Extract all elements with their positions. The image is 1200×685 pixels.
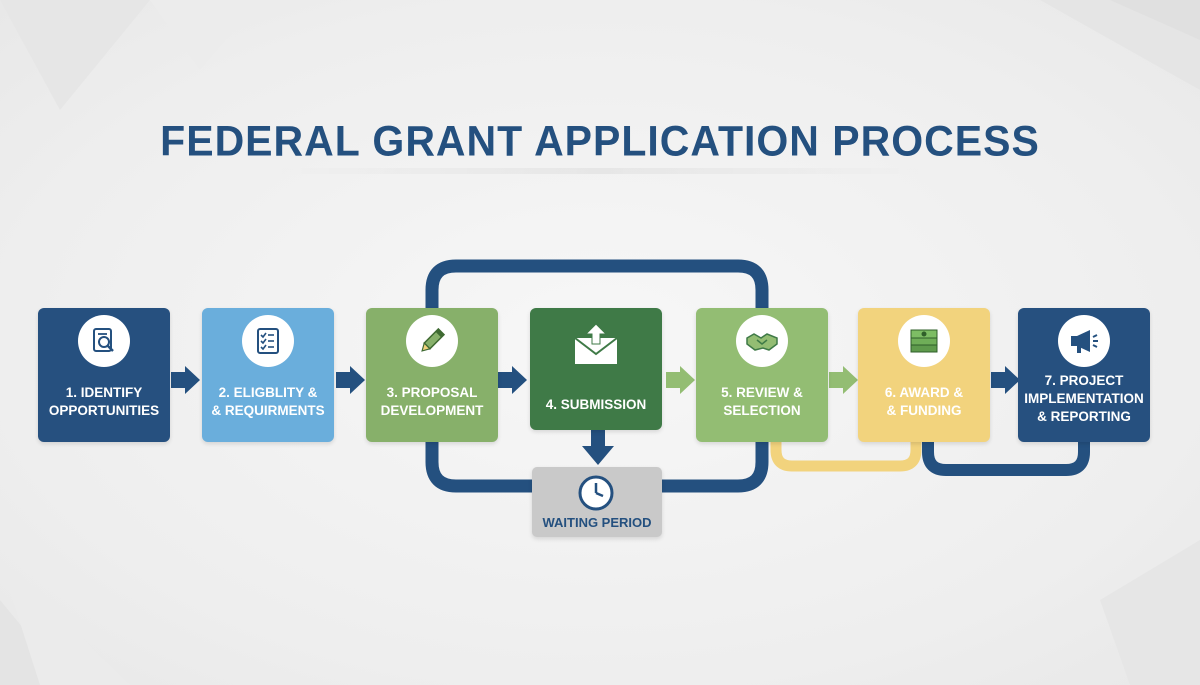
step-identify-opportunities: 1. IDENTIFY OPPORTUNITIES <box>38 308 170 442</box>
arrow-6-7 <box>991 366 1020 394</box>
arrow-3-4 <box>498 366 527 394</box>
bottom-feedback-loop <box>425 440 535 493</box>
yellow-loop <box>770 440 922 472</box>
waiting-period-box: WAITING PERIOD <box>532 467 662 537</box>
pencil-icon <box>406 315 458 367</box>
arrow-4-5 <box>666 366 695 394</box>
arrow-submission-to-waiting <box>582 430 614 465</box>
arrow-1-2 <box>171 366 200 394</box>
step-label: 2. ELIGBLITY & & REQUIRMENTS <box>211 385 325 418</box>
step-eligibility-requirements: 2. ELIGBLITY & & REQUIRMENTS <box>202 308 334 442</box>
arrow-5-6 <box>829 366 858 394</box>
step-award-funding: 6. AWARD & & FUNDING <box>858 308 990 442</box>
step-label: 7. PROJECT IMPLEMENTATION & REPORTING <box>1024 373 1144 424</box>
handshake-icon <box>736 315 788 367</box>
envelope-upload-icon <box>572 322 620 366</box>
arrow-2-3 <box>336 366 365 394</box>
money-stack-icon <box>898 315 950 367</box>
diagram-title: FEDERAL GRANT APPLICATION PROCESS <box>160 116 1040 166</box>
step-review-selection: 5. REVIEW & SELECTION <box>696 308 828 442</box>
waiting-period-label: WAITING PERIOD <box>542 515 652 530</box>
bottom-feedback-loop-right <box>660 440 769 493</box>
step-submission: 4. SUBMISSION <box>530 308 662 430</box>
title-underline <box>260 168 940 174</box>
step-label: 3. PROPOSAL DEVELOPMENT <box>380 385 484 418</box>
step-label: 5. REVIEW & SELECTION <box>721 385 803 418</box>
clock-icon <box>577 474 615 512</box>
navy-loop-6-7 <box>922 440 1090 476</box>
top-feedback-loop <box>425 259 769 317</box>
checklist-icon <box>242 315 294 367</box>
step-label: 4. SUBMISSION <box>545 397 647 412</box>
megaphone-icon <box>1058 315 1110 367</box>
document-search-icon <box>78 315 130 367</box>
step-proposal-development: 3. PROPOSAL DEVELOPMENT <box>366 308 498 442</box>
step-label: 6. AWARD & & FUNDING <box>884 385 964 418</box>
step-label: 1. IDENTIFY OPPORTUNITIES <box>48 385 160 418</box>
step-project-implementation-reporting: 7. PROJECT IMPLEMENTATION & REPORTING <box>1018 308 1150 442</box>
